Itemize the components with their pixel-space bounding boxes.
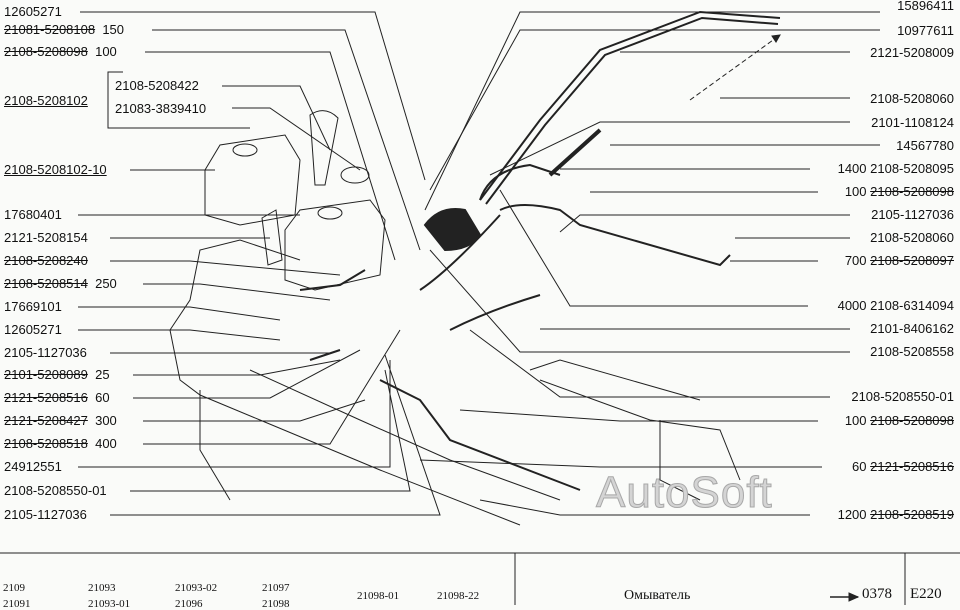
right-label-15: 100 2108-5208098 bbox=[844, 413, 954, 428]
reference-number: 0378 bbox=[862, 586, 892, 602]
left-label-7: 17680401 bbox=[4, 207, 62, 222]
left-label-18: 24912551 bbox=[4, 459, 62, 474]
right-label-6: 1400 2108-5208095 bbox=[837, 161, 954, 176]
right-label-5: 14567780 bbox=[896, 138, 954, 153]
right-label-17: 1200 2108-5208519 bbox=[837, 507, 954, 522]
right-label-10: 700 2108-5208097 bbox=[844, 253, 954, 268]
right-label-14: 2108-5208550-01 bbox=[851, 389, 954, 404]
left-label-1: 21081-5208108 150 bbox=[4, 22, 125, 37]
left-label-10: 2108-5208514 250 bbox=[4, 276, 117, 291]
model-7: 21093-01 bbox=[88, 598, 131, 610]
left-label-15: 2121-5208516 60 bbox=[4, 390, 110, 405]
model-2: 21093-02 bbox=[175, 582, 218, 594]
model-1: 21093 bbox=[88, 582, 116, 594]
model-6: 21091 bbox=[3, 598, 31, 610]
section-title: Омыватель bbox=[624, 588, 691, 603]
right-label-0: 15896411 bbox=[897, 0, 954, 13]
left-label-14: 2101-5208089 25 bbox=[4, 367, 110, 382]
left-label-3: 2108-5208102 bbox=[4, 93, 88, 108]
model-3: 21097 bbox=[262, 582, 290, 594]
model-8: 21096 bbox=[175, 598, 203, 610]
left-label-17: 2108-5208518 400 bbox=[4, 436, 117, 451]
model-0: 2109 bbox=[3, 582, 25, 594]
left-label-8: 2121-5208154 bbox=[4, 230, 88, 245]
right-label-11: 4000 2108-6314094 bbox=[837, 298, 954, 313]
model-9: 21098 bbox=[262, 598, 290, 610]
left-label-16: 2121-5208427 300 bbox=[4, 413, 117, 428]
model-5: 21098-22 bbox=[437, 590, 480, 602]
right-label-16: 60 2121-5208516 bbox=[852, 459, 954, 474]
right-label-7: 100 2108-5208098 bbox=[844, 184, 954, 199]
car-body-outline bbox=[169, 239, 741, 526]
left-label-6: 2108-5208102-10 bbox=[4, 162, 107, 177]
footer-frame bbox=[0, 552, 960, 605]
left-label-9: 2108-5208240 bbox=[4, 253, 88, 268]
left-label-4: 2108-5208422 bbox=[115, 78, 199, 93]
left-label-2: 2108-5208098 100 bbox=[4, 44, 117, 59]
right-label-13: 2108-5208558 bbox=[870, 344, 954, 359]
watermark: AutoSoft bbox=[596, 468, 773, 518]
left-label-11: 17669101 bbox=[4, 299, 62, 314]
washer-reservoir-sketch bbox=[204, 110, 386, 291]
bracket bbox=[107, 71, 250, 129]
pump-and-hoses-sketch bbox=[299, 10, 781, 491]
left-label-20: 2105-1127036 bbox=[4, 507, 87, 522]
left-label-12: 12605271 bbox=[4, 322, 62, 337]
model-4: 21098-01 bbox=[357, 590, 400, 602]
right-label-9: 2108-5208060 bbox=[870, 230, 954, 245]
right-label-12: 2101-8406162 bbox=[870, 321, 954, 336]
page-code: E220 bbox=[910, 586, 942, 602]
right-label-3: 2108-5208060 bbox=[870, 91, 954, 106]
arrow-icon bbox=[689, 34, 781, 101]
left-label-13: 2105-1127036 bbox=[4, 345, 87, 360]
right-label-2: 2121-5208009 bbox=[870, 45, 954, 60]
left-label-5: 21083-3839410 bbox=[115, 101, 207, 116]
right-leader-lines bbox=[419, 11, 880, 516]
left-label-0: 12605271 bbox=[4, 4, 62, 19]
right-label-8: 2105-1127036 bbox=[871, 207, 954, 222]
right-label-4: 2101-1108124 bbox=[871, 115, 954, 130]
left-label-19: 2108-5208550-01 bbox=[4, 483, 107, 498]
right-label-1: 10977611 bbox=[897, 23, 954, 38]
